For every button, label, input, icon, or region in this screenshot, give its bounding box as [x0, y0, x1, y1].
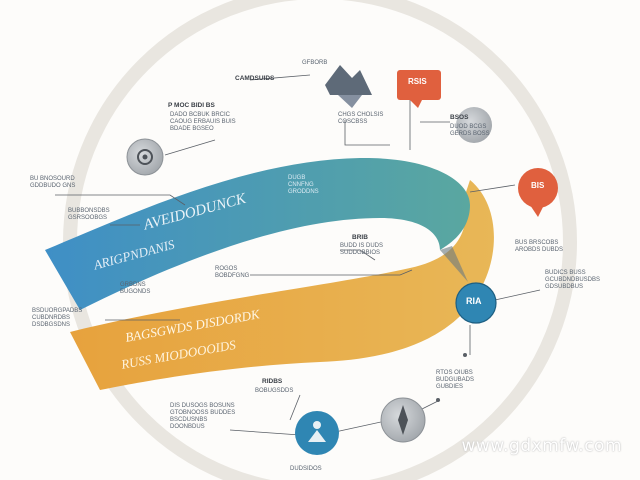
label-center-top: CHGS CHOLSIS COSCBSS	[338, 112, 384, 125]
globe-icon	[455, 282, 497, 324]
label-top-left-title: P MOC BIDI BS	[168, 102, 215, 109]
label-top-right-body: DUOD BCGS GERDS BOSS	[450, 124, 490, 137]
label-right-mid-b: BUDICS BUSS GCUBDNDBUSDBS GDSUBDBUS	[545, 270, 601, 290]
label-bottom-left: DIS DUSOGS BOSUNS GTOBNOOSS BUDDES BSCDU…	[170, 403, 236, 430]
label-top-center-sub: GFBORB	[302, 60, 328, 66]
label-left-a: BU BNOSOURD GDDBUDO GNS	[30, 176, 76, 189]
label-bottom-center-title: RIDBS	[262, 378, 283, 385]
label-left-mid-b: GRBDNS BUGONDS	[120, 282, 151, 295]
label-top-center: CAMDSUIDS	[235, 75, 275, 82]
mountain-icon	[325, 65, 372, 108]
label-left-low: BSDUORGPADBS CUBDNRDBS DSDBGSDNS	[32, 308, 83, 328]
label-red-node: BIS	[531, 181, 545, 190]
ribbon-arrow	[440, 246, 468, 282]
label-right-low: RTOS OIUBS BUDGUBADS GUBDIES	[436, 370, 475, 390]
label-blue-node: RIA	[466, 296, 482, 306]
label-top-left-body: DADO BCBUK BRCIC CAOUG ERBAUIS BUIS BDAD…	[170, 112, 236, 132]
yellow-ribbon	[70, 180, 494, 390]
label-right-mid-a: BUS BRSCOBS AROBDS DUBDS	[515, 240, 564, 253]
label-bottom-bottom: DUDSIDOS	[290, 466, 322, 472]
label-flag: RSIS	[408, 77, 427, 86]
label-center-mid-body: BUDD IS DUDS SUDDGBBIOS	[340, 243, 384, 256]
label-bottom-center-body: BOBUGSDDS	[255, 388, 294, 394]
person-icon	[295, 411, 339, 455]
label-left-mid: ROGOS BOBDFGNG	[215, 266, 250, 279]
label-top-right-title: BSOS	[450, 114, 469, 121]
label-left-b: BUBBONSDBS GSRSOOBGS	[68, 208, 110, 221]
flag-icon	[397, 70, 441, 108]
label-ribbon-blue-mid: DUGB CNNFNG GRODDNS	[288, 175, 319, 195]
label-center-mid-title: BRIB	[352, 234, 368, 241]
sparkle-icon	[436, 353, 467, 402]
watermark-text: www.gdxmfw.com	[461, 436, 622, 456]
gear-icon	[126, 138, 164, 176]
badge-icon	[456, 107, 492, 143]
target-icon	[518, 168, 558, 217]
blue-ribbon	[45, 157, 470, 310]
compass-icon	[380, 397, 426, 443]
connector-lines	[55, 74, 541, 436]
